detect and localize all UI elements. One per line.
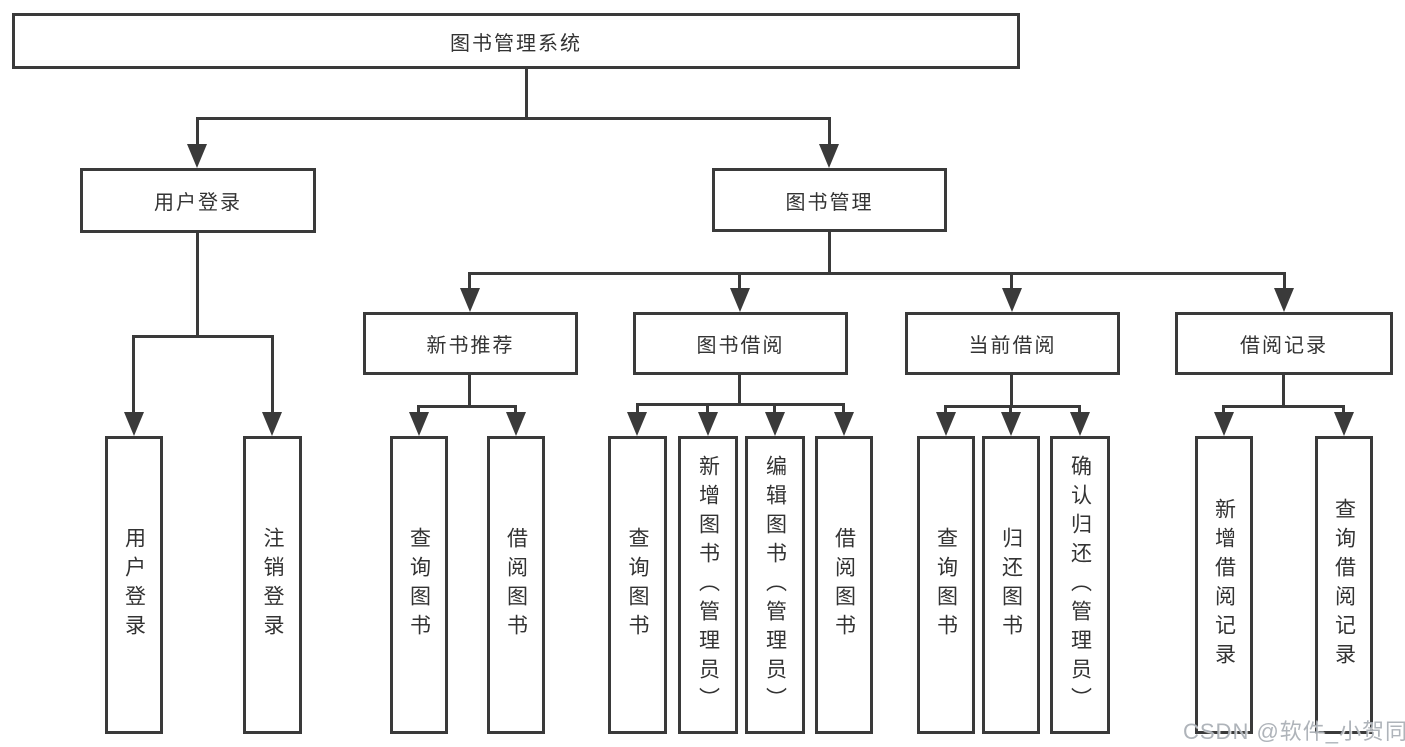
- connector-vline: [514, 405, 517, 414]
- node-library-management-system: 图书管理系统: [12, 13, 1020, 69]
- node-label: 用户登录: [122, 527, 146, 643]
- connector-vline: [468, 272, 471, 290]
- connector-vline: [1222, 405, 1225, 414]
- node-label: 借阅图书: [832, 527, 856, 643]
- connector-vline: [706, 403, 709, 414]
- leaf-user-login: 用户登录: [105, 436, 163, 734]
- node-label: 编辑图书（管理员）: [763, 454, 787, 716]
- connector-vline: [738, 375, 741, 403]
- arrowhead-down-icon: [936, 412, 956, 436]
- node-label: 查询图书: [934, 527, 958, 643]
- node-user-login: 用户登录: [80, 168, 316, 233]
- connector-hline: [196, 117, 831, 120]
- connector-hline: [417, 405, 517, 408]
- connector-vline: [1283, 272, 1286, 290]
- connector-vline: [417, 405, 420, 414]
- arrowhead-down-icon: [1214, 412, 1234, 436]
- leaf-add-borrow-record: 新增借阅记录: [1195, 436, 1253, 734]
- arrowhead-down-icon: [1274, 288, 1294, 312]
- leaf-borrow-books: 借阅图书: [815, 436, 873, 734]
- connector-vline: [196, 233, 199, 335]
- leaf-query-borrow-record: 查询借阅记录: [1315, 436, 1373, 734]
- leaf-borrow-books-recommend: 借阅图书: [487, 436, 545, 734]
- node-label: 查询图书: [626, 527, 649, 643]
- connector-vline: [1010, 375, 1013, 405]
- connector-hline: [636, 403, 845, 406]
- connector-hline: [132, 335, 274, 338]
- node-label: 新增借阅记录: [1212, 498, 1236, 672]
- node-label: 借阅图书: [504, 527, 528, 643]
- connector-hline: [944, 405, 1081, 408]
- leaf-edit-books-admin: 编辑图书（管理员）: [745, 436, 805, 734]
- node-book-borrowing: 图书借阅: [633, 312, 848, 375]
- arrowhead-down-icon: [506, 412, 526, 436]
- arrowhead-down-icon: [1070, 412, 1090, 436]
- connector-vline: [828, 117, 831, 146]
- connector-vline: [1342, 405, 1345, 414]
- connector-vline: [132, 335, 135, 413]
- leaf-add-books-admin: 新增图书（管理员）: [678, 436, 738, 734]
- leaf-query-books-borrowing: 查询图书: [608, 436, 667, 734]
- node-label: 查询图书: [407, 527, 431, 643]
- arrowhead-down-icon: [819, 144, 839, 168]
- node-label: 归还图书: [999, 527, 1023, 643]
- arrowhead-down-icon: [698, 412, 718, 436]
- arrowhead-down-icon: [460, 288, 480, 312]
- node-new-book-recommendation: 新书推荐: [363, 312, 578, 375]
- leaf-confirm-return-admin: 确认归还（管理员）: [1050, 436, 1110, 734]
- connector-vline: [1010, 272, 1013, 290]
- node-label: 注销登录: [261, 527, 284, 643]
- connector-vline: [773, 403, 776, 414]
- node-label: 当前借阅: [968, 335, 1057, 357]
- node-book-management: 图书管理: [712, 168, 947, 232]
- node-label: 图书管理: [785, 191, 874, 214]
- node-label: 查询借阅记录: [1332, 498, 1356, 672]
- connector-vline: [842, 403, 845, 414]
- arrowhead-down-icon: [262, 412, 282, 436]
- node-current-borrowing: 当前借阅: [905, 312, 1120, 375]
- node-label: 确认归还（管理员）: [1068, 454, 1092, 716]
- node-label: 新书推荐: [426, 335, 515, 357]
- connector-vline: [1078, 405, 1081, 414]
- node-label: 借阅记录: [1240, 335, 1328, 357]
- node-label: 用户登录: [154, 192, 242, 214]
- arrowhead-down-icon: [765, 412, 785, 436]
- arrowhead-down-icon: [627, 412, 647, 436]
- arrowhead-down-icon: [730, 288, 750, 312]
- node-label: 图书借阅: [696, 335, 785, 357]
- node-label: 新增图书（管理员）: [696, 454, 720, 716]
- connector-hline: [468, 272, 1286, 275]
- connector-vline: [468, 375, 471, 405]
- node-borrowing-records: 借阅记录: [1175, 312, 1393, 375]
- arrowhead-down-icon: [834, 412, 854, 436]
- node-label: 图书管理系统: [450, 32, 582, 55]
- arrowhead-down-icon: [187, 144, 207, 168]
- connector-vline: [738, 272, 741, 290]
- leaf-logout: 注销登录: [243, 436, 302, 734]
- arrowhead-down-icon: [1334, 412, 1354, 436]
- connector-vline: [636, 403, 639, 414]
- csdn-watermark: CSDN @软件_小贺同学: [1183, 719, 1405, 744]
- arrowhead-down-icon: [124, 412, 144, 436]
- connector-vline: [196, 117, 199, 146]
- connector-vline: [1009, 405, 1012, 414]
- connector-vline: [271, 335, 274, 413]
- connector-vline: [1282, 375, 1285, 405]
- leaf-query-books-recommend: 查询图书: [390, 436, 448, 734]
- arrowhead-down-icon: [1001, 412, 1021, 436]
- connector-vline: [525, 69, 528, 117]
- arrowhead-down-icon: [409, 412, 429, 436]
- leaf-query-books-current: 查询图书: [917, 436, 975, 734]
- leaf-return-books: 归还图书: [982, 436, 1040, 734]
- connector-vline: [828, 232, 831, 272]
- connector-vline: [944, 405, 947, 414]
- arrowhead-down-icon: [1002, 288, 1022, 312]
- connector-hline: [1222, 405, 1345, 408]
